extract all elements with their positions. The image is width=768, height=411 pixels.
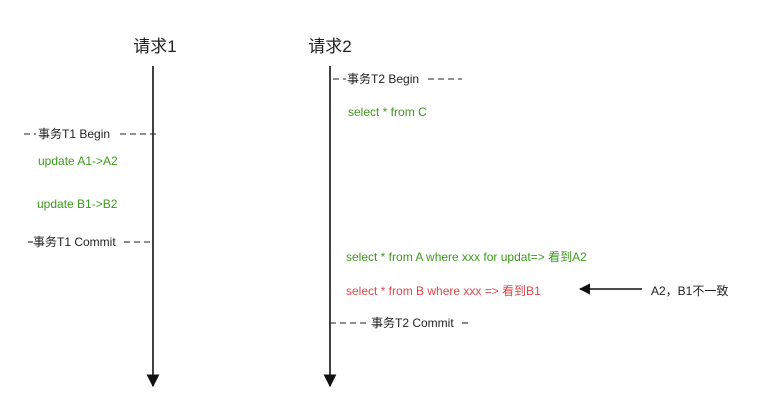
select-c-statement: select * from C xyxy=(348,105,427,119)
t1-commit-label: 事务T1 Commit xyxy=(33,234,116,249)
inconsistency-note: A2，B1不一致 xyxy=(651,284,728,298)
update-b-statement: update B1->B2 xyxy=(37,197,118,211)
t2-begin-label: 事务T2 Begin xyxy=(347,71,419,86)
lane-title-request-2: 请求2 xyxy=(308,37,351,56)
t1-begin-label: 事务T1 Begin xyxy=(38,126,110,141)
select-b-statement: select * from B where xxx => 看到B1 xyxy=(346,284,541,298)
select-a-statement: select * from A where xxx for updat=> 看到… xyxy=(346,250,587,264)
update-a-statement: update A1->A2 xyxy=(38,154,118,168)
lane-title-request-1: 请求1 xyxy=(133,37,176,56)
t2-commit-label: 事务T2 Commit xyxy=(371,315,454,330)
